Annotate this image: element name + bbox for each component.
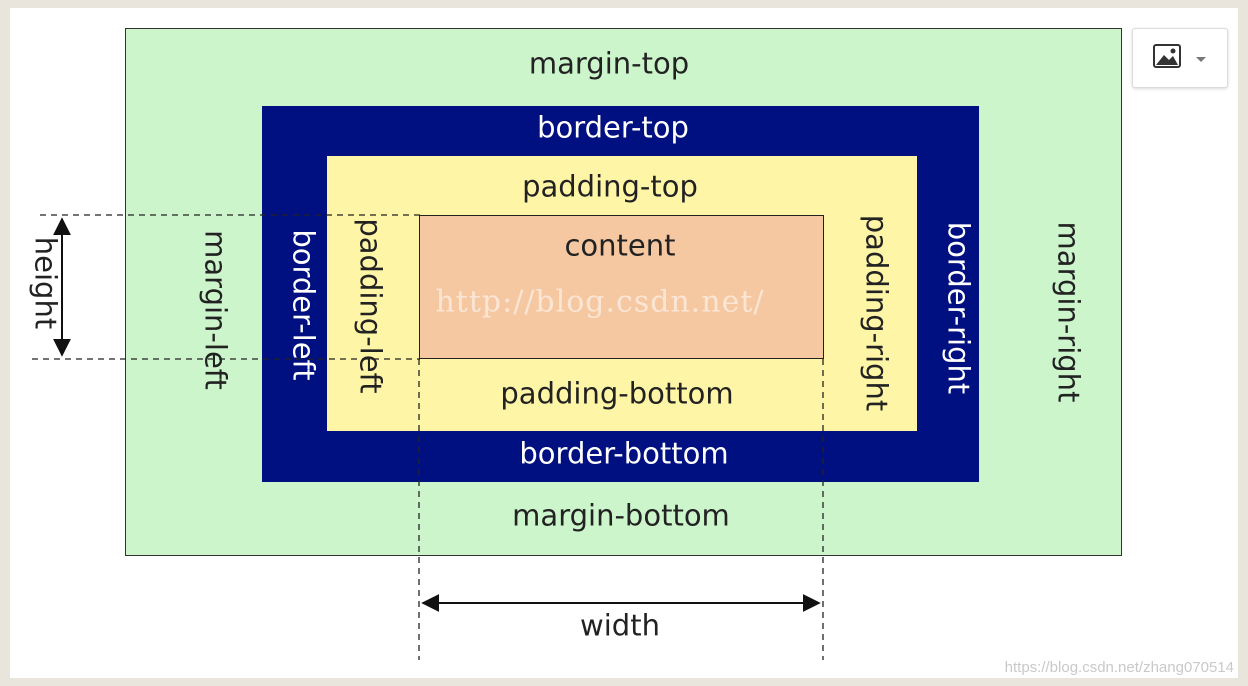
- margin-bottom-label: margin-bottom: [512, 498, 730, 533]
- watermark-text: http://blog.csdn.net/: [435, 284, 765, 320]
- width-label: width: [580, 608, 660, 643]
- height-label: height: [28, 236, 63, 330]
- image-options-button[interactable]: [1132, 28, 1228, 88]
- image-icon: [1153, 44, 1181, 72]
- border-left-label: border-left: [286, 229, 321, 381]
- padding-right-label: padding-right: [859, 214, 894, 412]
- margin-left-label: margin-left: [198, 230, 233, 390]
- border-top-label: border-top: [537, 110, 689, 145]
- border-right-label: border-right: [941, 221, 976, 395]
- border-bottom-label: border-bottom: [519, 436, 729, 471]
- content-label: content: [564, 228, 676, 263]
- padding-top-label: padding-top: [522, 169, 698, 204]
- margin-right-label: margin-right: [1051, 221, 1086, 403]
- padding-bottom-label: padding-bottom: [500, 376, 734, 411]
- content-box: [419, 215, 824, 359]
- margin-top-label: margin-top: [528, 46, 690, 81]
- caret-down-icon: [1195, 49, 1207, 68]
- footer-watermark: https://blog.csdn.net/zhang070514: [1004, 659, 1234, 676]
- padding-left-label: padding-left: [353, 218, 388, 394]
